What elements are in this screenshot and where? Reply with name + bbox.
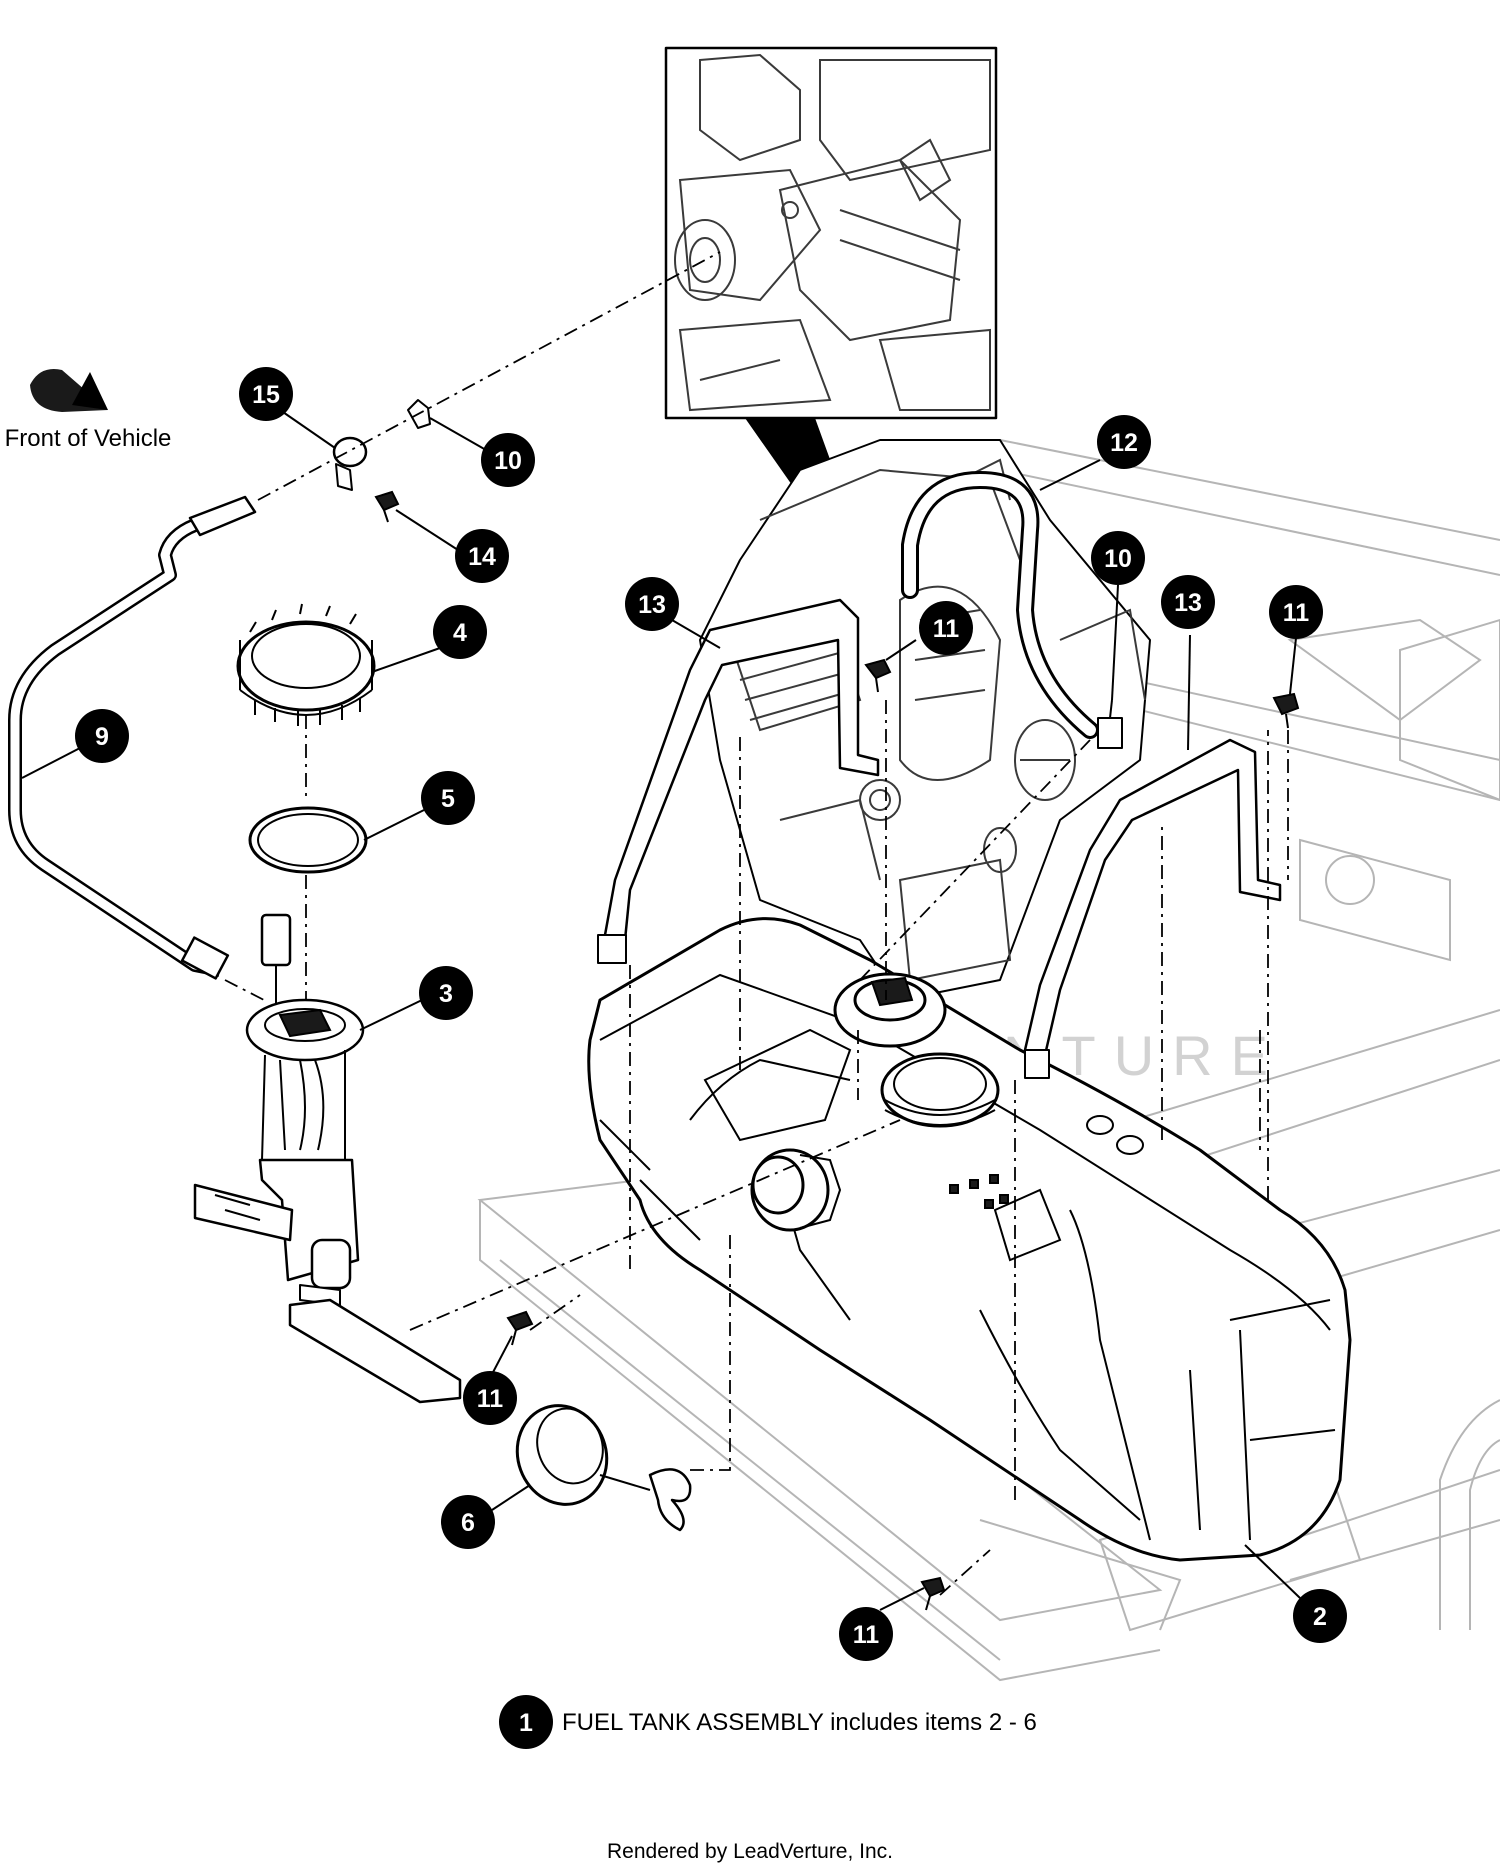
- svg-text:12: 12: [1110, 429, 1138, 457]
- part-11-screw-upper-right: [1272, 692, 1300, 729]
- svg-text:14: 14: [468, 543, 496, 571]
- part-4-lock-ring: [236, 603, 376, 726]
- part-13-strap-left: [597, 598, 880, 964]
- svg-text:11: 11: [1283, 599, 1310, 627]
- callout-5[interactable]: 5: [421, 771, 475, 825]
- part-6-fuel-cap: [515, 1404, 692, 1532]
- callout-14[interactable]: 14: [455, 529, 509, 583]
- part-3-fuel-pump: [193, 913, 462, 1404]
- callout-10-top[interactable]: 10: [481, 433, 535, 487]
- svg-text:2: 2: [1313, 1603, 1327, 1631]
- part-10-clamp-right: [1097, 699, 1123, 749]
- svg-text:15: 15: [252, 381, 280, 409]
- callout-11-middle[interactable]: 11: [463, 1371, 517, 1425]
- part-5-o-ring: [248, 806, 368, 874]
- svg-text:13: 13: [1174, 589, 1202, 617]
- part-9-fuel-line: [8, 498, 248, 977]
- front-direction-arrow-icon: [30, 369, 108, 412]
- callout-12[interactable]: 12: [1097, 415, 1151, 469]
- tank-pump-port: [833, 972, 1000, 1128]
- front-of-vehicle-label: Front of Vehicle: [5, 425, 172, 452]
- svg-text:5: 5: [441, 785, 455, 813]
- svg-text:6: 6: [461, 1509, 475, 1537]
- part-2-fuel-tank: [587, 917, 1352, 1562]
- part-11-screw-lower: [920, 1576, 946, 1611]
- callout-3[interactable]: 3: [419, 966, 473, 1020]
- part-11-screw-middle: [506, 1310, 534, 1346]
- tank-filler-neck: [750, 1148, 842, 1232]
- callout-13-left[interactable]: 13: [625, 577, 679, 631]
- callout-13-right[interactable]: 13: [1161, 575, 1215, 629]
- callout-2[interactable]: 2: [1293, 1589, 1347, 1643]
- leader-lines: [21, 409, 1301, 1611]
- alignment-lines: [224, 251, 1289, 1596]
- svg-text:3: 3: [439, 980, 453, 1008]
- callout-15[interactable]: 15: [239, 367, 293, 421]
- part-11-screw-upper-left: [864, 658, 892, 693]
- footer-credit: Rendered by LeadVerture, Inc.: [607, 1840, 893, 1863]
- svg-text:9: 9: [95, 723, 109, 751]
- svg-text:11: 11: [853, 1621, 880, 1649]
- svg-text:4: 4: [453, 619, 467, 647]
- legend-text: FUEL TANK ASSEMBLY includes items 2 - 6: [562, 1709, 1037, 1736]
- callout-6[interactable]: 6: [441, 1495, 495, 1549]
- callout-4[interactable]: 4: [433, 605, 487, 659]
- legend: 1 FUEL TANK ASSEMBLY includes items 2 - …: [499, 1695, 1037, 1749]
- part-13-strap-right: [1023, 738, 1282, 1079]
- engine-inset-detail: [664, 46, 998, 420]
- svg-text:11: 11: [933, 615, 960, 643]
- legend-callout-1[interactable]: 1: [499, 1695, 553, 1749]
- svg-text:13: 13: [638, 591, 666, 619]
- part-15-clamp: [332, 436, 368, 491]
- svg-text:1: 1: [519, 1709, 533, 1737]
- engine-assembly: [699, 439, 1151, 1001]
- callout-10-right[interactable]: 10: [1091, 531, 1145, 585]
- svg-text:10: 10: [1104, 545, 1132, 573]
- callout-11-upper-left[interactable]: 11: [919, 601, 973, 655]
- svg-text:10: 10: [494, 447, 522, 475]
- part-14-screw: [374, 490, 400, 523]
- callout-11-lower[interactable]: 11: [839, 1607, 893, 1661]
- callout-9[interactable]: 9: [75, 709, 129, 763]
- callout-11-upper-right[interactable]: 11: [1269, 585, 1323, 639]
- svg-text:11: 11: [477, 1385, 504, 1413]
